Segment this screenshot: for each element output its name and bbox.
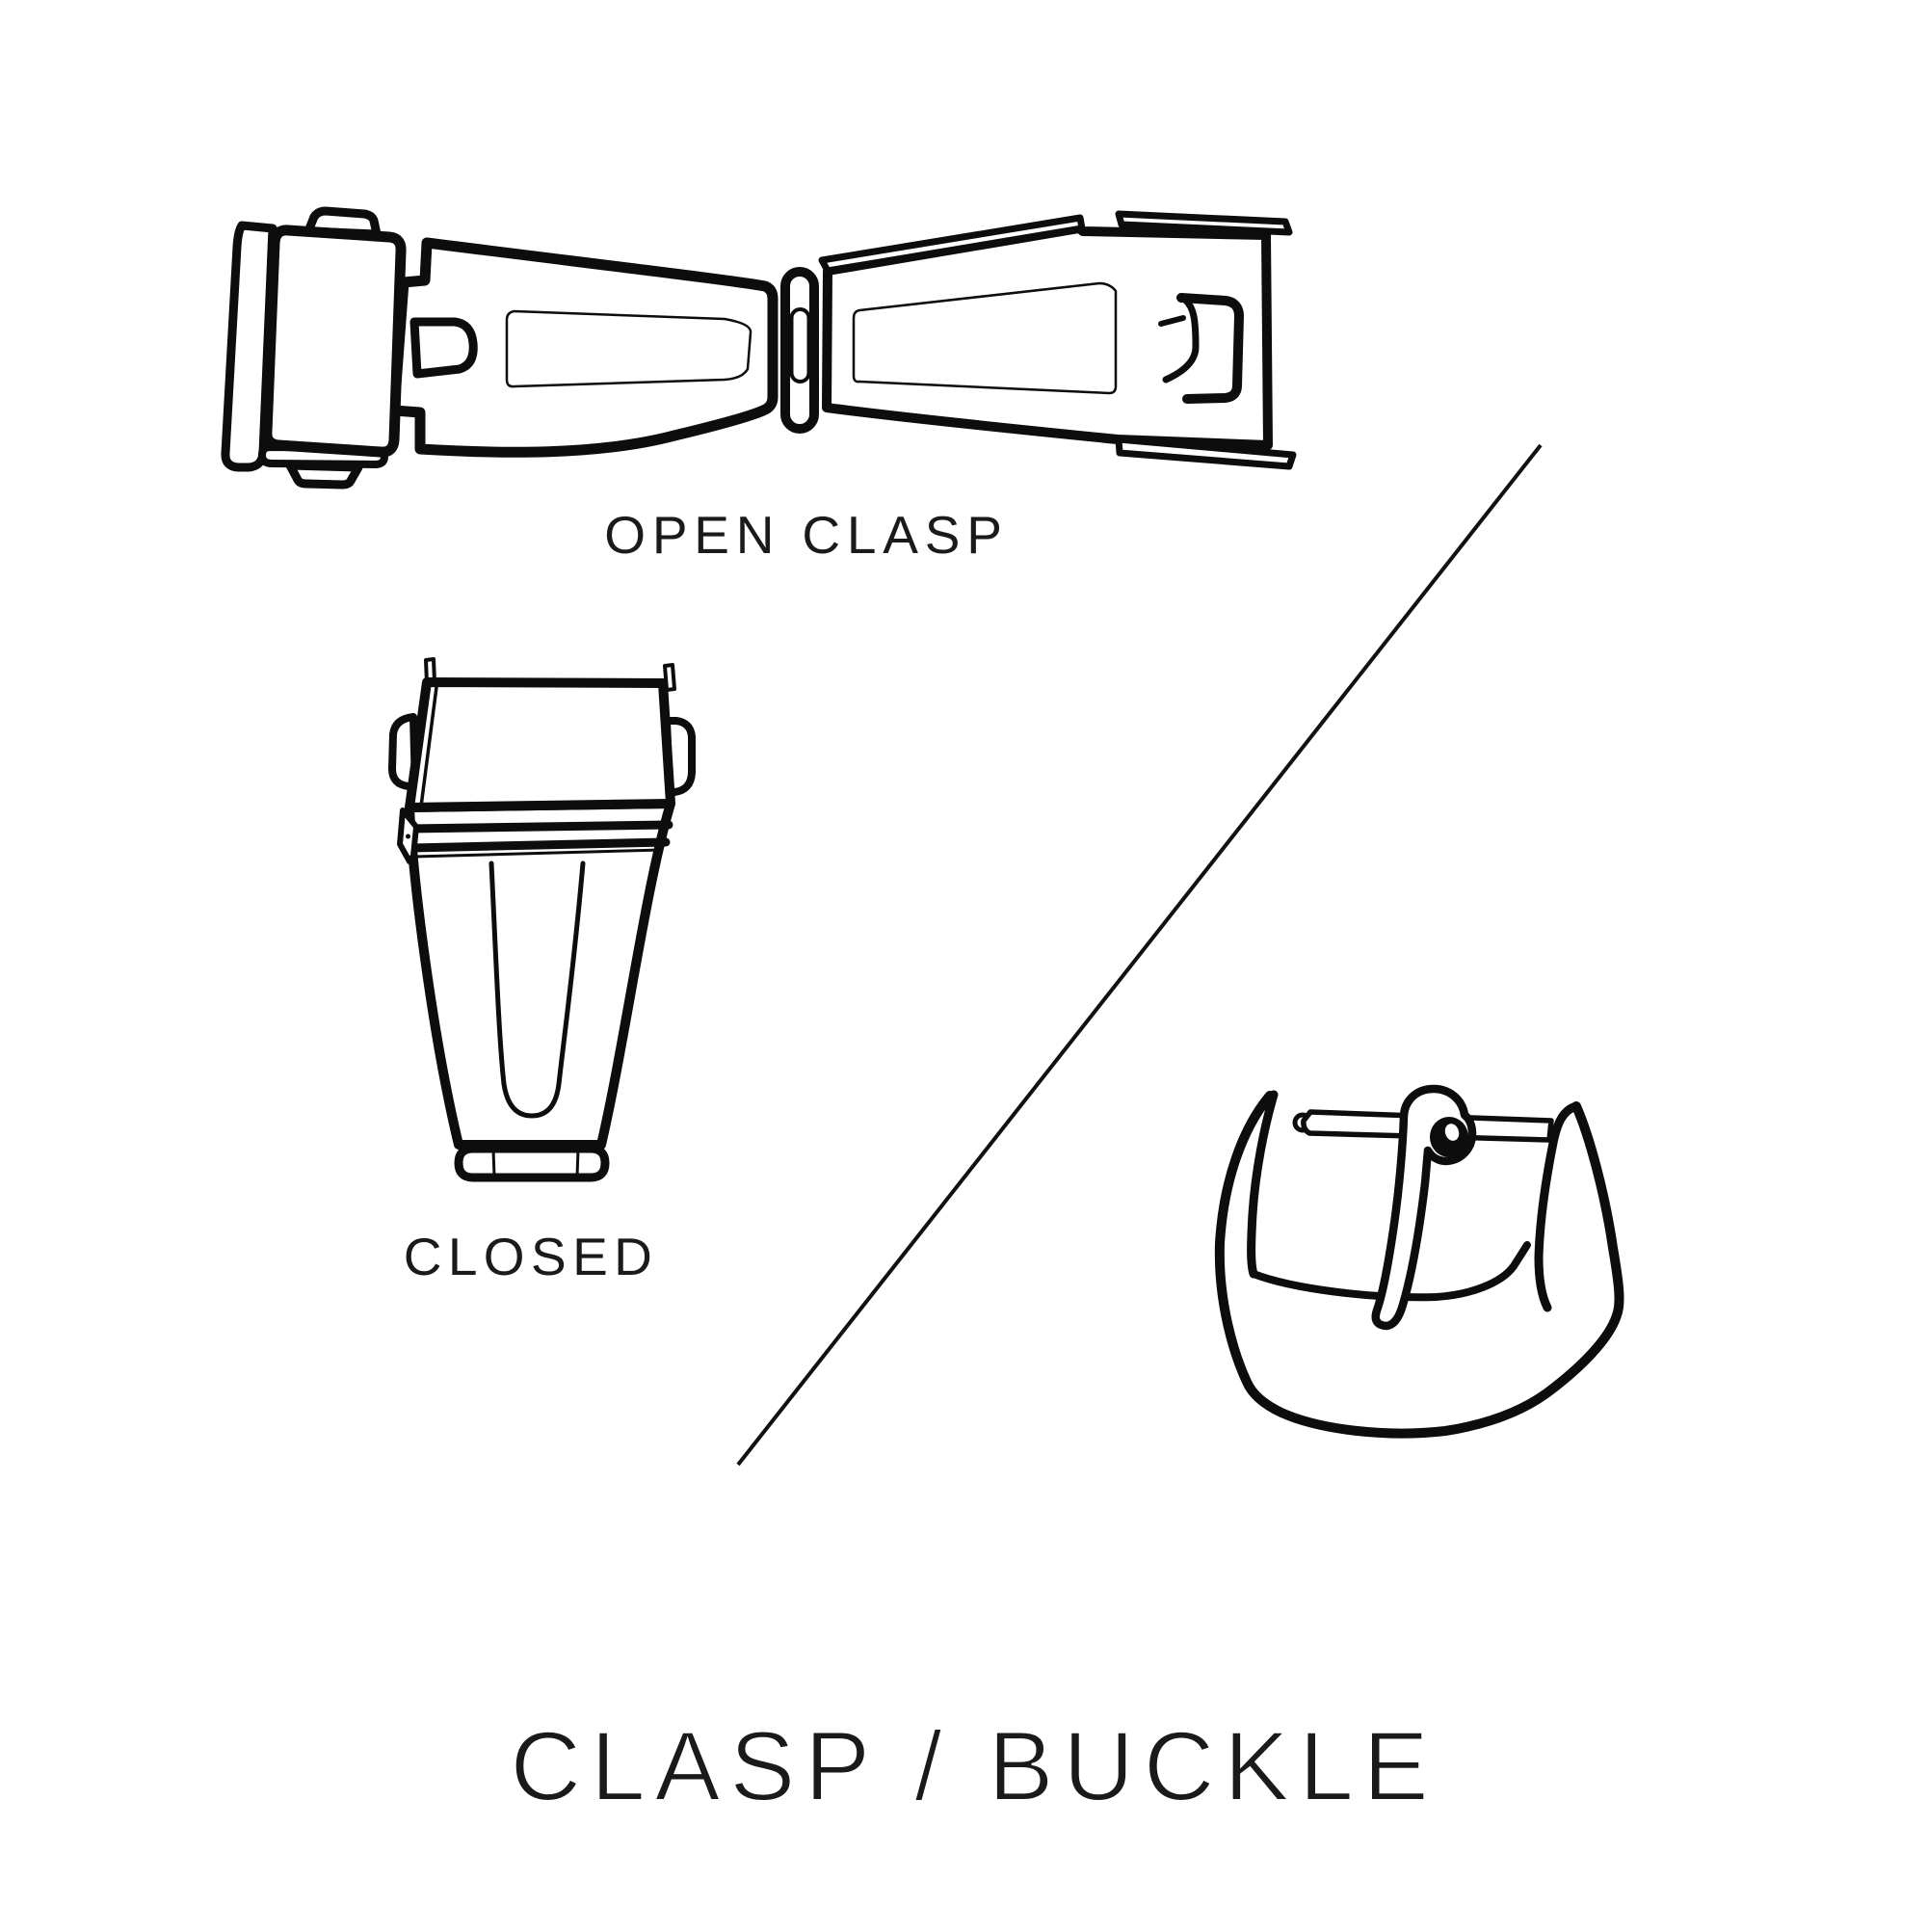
svg-text:CLASP / BUCKLE: CLASP / BUCKLE — [510, 1711, 1438, 1821]
svg-text:OPEN CLASP: OPEN CLASP — [604, 505, 1009, 565]
svg-text:CLOSED: CLOSED — [404, 1227, 659, 1286]
